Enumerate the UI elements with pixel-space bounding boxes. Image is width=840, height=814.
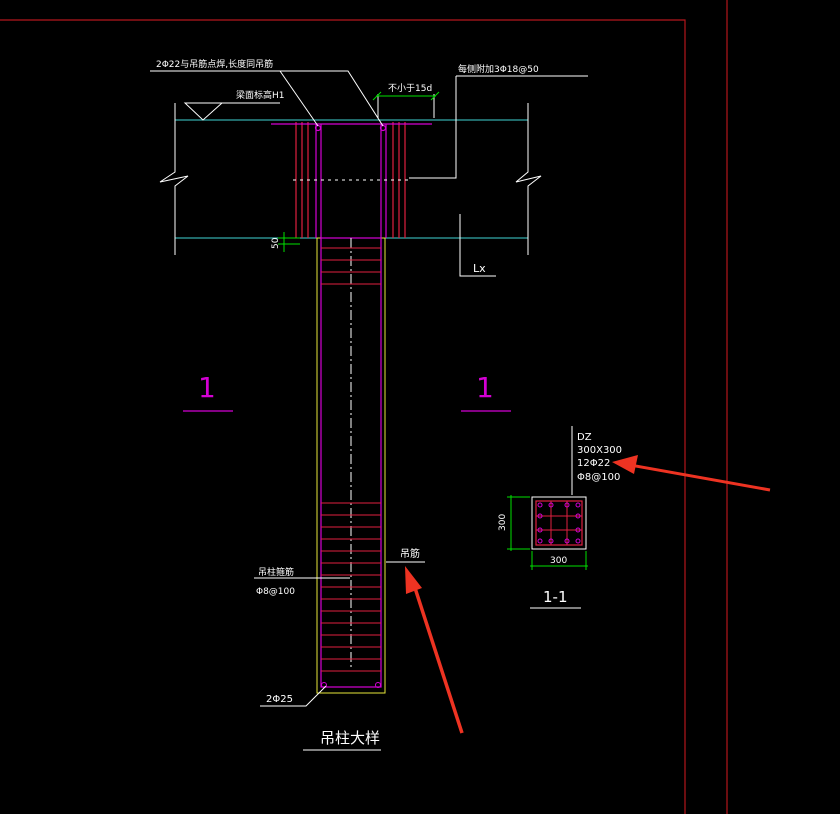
column-code: DZ [577,432,592,443]
beam-top-elevation: 梁面标高H1 [236,89,285,101]
elevation-triangle-icon [183,102,280,121]
anchor-length-dim [372,91,440,101]
section-1-1 [507,426,588,609]
section-name: 1-1 [543,588,568,606]
stirrup-spec: Φ8@100 [256,587,295,597]
bottom-bars-label: 2Φ25 [266,694,293,705]
red-arrow-icon [405,566,464,734]
section-dims [507,495,588,570]
beam-stirrup-ties [271,123,432,238]
column-main-bars: 12Φ22 [577,458,610,469]
section-mark-left: 1 [198,371,216,404]
break-line-icon [159,103,542,255]
anchor-length: 不小于15d [388,83,432,94]
hanging-column [316,237,386,694]
hanger-bar-label: 吊筋 [400,547,420,560]
red-arrow-icon [612,455,771,492]
dim-50-text: 50 [271,237,281,249]
drawing-frame [0,0,728,814]
extra-stirrup-note: 每侧附加3Φ18@50 [458,63,539,75]
top-leaders [150,70,588,277]
section-mark-right: 1 [476,371,494,404]
column-stirrups: Φ8@100 [577,472,620,483]
top-bars-note: 2Φ22与吊筋点焊,长度同吊筋 [156,58,273,70]
section-height-dim: 300 [498,514,508,531]
lx-label: Lx [473,262,486,275]
column-stirrups-top [321,247,381,285]
column-stirrups-bottom [321,502,381,672]
column-size: 300X300 [577,445,622,456]
dim-50 [278,232,300,252]
stirrup-name: 吊柱箍筋 [258,566,294,578]
beam [159,102,542,255]
column-leaders [254,561,425,751]
section-width-dim: 300 [550,556,567,566]
detail-title: 吊柱大样 [320,729,380,747]
